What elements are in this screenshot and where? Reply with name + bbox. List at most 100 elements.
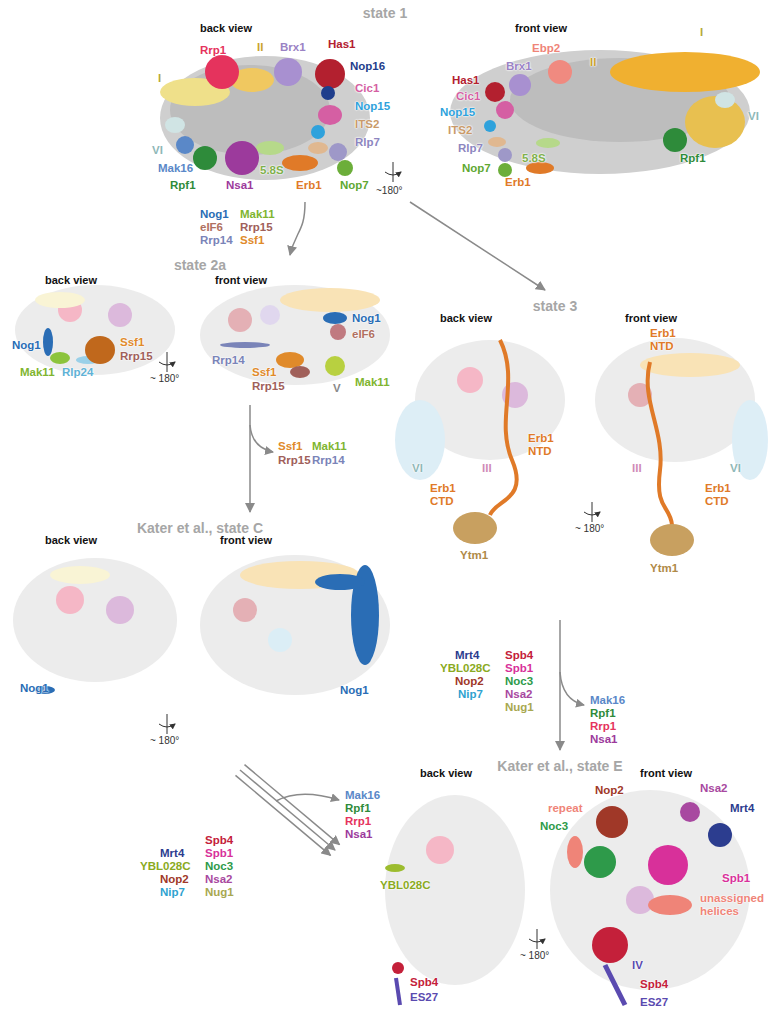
state2a-faded-density-part [15, 285, 175, 375]
state1-front-density-part [685, 96, 745, 148]
state1-front-density-part [663, 128, 687, 152]
view-label: back view [45, 534, 97, 547]
protein-label: Nip7 [160, 886, 185, 899]
protein-label: Brx1 [280, 41, 306, 54]
protein-label: Rpf1 [590, 707, 616, 720]
protein-label: Erb1 NTD [528, 432, 560, 458]
protein-label: Nsa2 [505, 688, 533, 701]
protein-label: Rrp1 [200, 44, 226, 57]
state1-front-density-part [715, 92, 735, 108]
protein-label: Noc3 [205, 860, 233, 873]
state3-faded-density-part [457, 367, 483, 393]
protein-label: VI [730, 462, 741, 475]
protein-label: Rrp15 [252, 380, 285, 393]
stateE-highlighted-factors [385, 802, 732, 1005]
state1-back-density-part [193, 146, 217, 170]
transition-arrow-line [240, 770, 335, 850]
protein-label: VI [152, 144, 163, 157]
protein-label: Rrp14 [212, 354, 245, 367]
rotation-label: ~ 180° [150, 372, 179, 385]
state1-front-density-part [498, 148, 512, 162]
rotation-label: ~180° [376, 184, 403, 197]
protein-label: ITS2 [355, 118, 379, 131]
protein-label: Mak11 [240, 208, 275, 221]
protein-label: Mak16 [345, 789, 380, 802]
view-label: back view [420, 767, 472, 780]
state2a-faded-density-part [280, 288, 380, 312]
state1-back-density-part [329, 143, 347, 161]
state1-back-density-part [315, 59, 345, 89]
protein-label: Rrp15 [240, 221, 273, 234]
protein-label: Spb1 [505, 662, 533, 675]
stateE-highlighted-factors-part [648, 845, 688, 885]
stateE-highlighted-factors-part [596, 806, 628, 838]
state2a-faded-density [15, 285, 390, 385]
view-label: back view [200, 22, 252, 35]
protein-label: Rpf1 [345, 802, 371, 815]
protein-label: Brx1 [506, 60, 532, 73]
state1-front-density-part [488, 137, 506, 147]
state2a-faded-density-part [35, 292, 85, 308]
protein-label: Ssf1 [252, 366, 276, 379]
state-title: state 3 [533, 298, 577, 314]
rotation-icons-part [159, 362, 175, 365]
protein-label: Cic1 [456, 90, 480, 103]
rotation-icons-part [167, 352, 168, 372]
stateC-faded-density [13, 555, 390, 695]
stateC-faded-density-part [233, 598, 257, 622]
rotation-label: ~ 180° [520, 949, 549, 962]
protein-label: Erb1 [296, 179, 322, 192]
protein-label: Cic1 [355, 82, 379, 95]
protein-label: Mak16 [158, 162, 193, 175]
protein-label: Nog1 [352, 312, 381, 325]
protein-label: Rlp24 [62, 366, 93, 379]
protein-label: Spb1 [205, 847, 233, 860]
state1-back-density-part [176, 136, 194, 154]
protein-label: Spb4 [640, 978, 668, 991]
protein-label: Nug1 [205, 886, 234, 899]
state2a-faded-density-part [108, 303, 132, 327]
protein-label: Nsa2 [700, 782, 728, 795]
protein-label: Ebp2 [532, 42, 560, 55]
stateC-faded-density-part [268, 628, 292, 652]
release-branch-arrows-part [250, 425, 273, 452]
transition-arrow-line [249, 405, 251, 512]
stateE-highlighted-factors-part [592, 927, 628, 963]
rotation-label: ~ 180° [575, 522, 604, 535]
state1-front-density-part [548, 60, 572, 84]
rotation-icons-part [592, 502, 593, 522]
state1-back-density-part [308, 142, 328, 154]
state-panel: Kater et al., state C [5, 512, 400, 770]
protein-label: Erb1 CTD [430, 482, 462, 508]
state3-faded-density-part [395, 400, 445, 480]
state1-back-density-part [165, 117, 185, 133]
protein-label: Nip7 [458, 688, 483, 701]
protein-label: II [590, 56, 596, 69]
protein-label: Erb1 NTD [650, 327, 682, 353]
protein-label: Nog1 [340, 684, 369, 697]
protein-label: Nop16 [350, 60, 385, 73]
state3-erb1-ytm1-part [650, 524, 694, 556]
state1-back-density-part [225, 141, 259, 175]
view-label: front view [220, 534, 272, 547]
protein-label: Spb4 [410, 976, 438, 989]
protein-label: Rrp1 [590, 720, 616, 733]
protein-label: Nog1 [200, 208, 229, 221]
state1-front-density-part [536, 138, 560, 148]
state1-front-density-part [485, 82, 505, 102]
protein-label: Erb1 [505, 176, 531, 189]
protein-label: Mrt4 [455, 649, 479, 662]
state1-front-density-part [509, 74, 531, 96]
state1-back-density-part [274, 58, 302, 86]
state1-back-density-part [160, 56, 370, 180]
view-label: back view [440, 312, 492, 325]
state3-erb1-ytm1-part [648, 362, 672, 525]
protein-label: YBL028C [140, 860, 191, 873]
rotation-icons-part [584, 512, 600, 515]
state2a-faded-density-part [228, 308, 252, 332]
protein-label: unassigned helices [700, 892, 764, 918]
protein-label: Nog1 [12, 339, 41, 352]
protein-label: Ssf1 [278, 440, 302, 453]
transition-arrow [560, 620, 561, 750]
protein-label: Nop15 [355, 100, 390, 113]
